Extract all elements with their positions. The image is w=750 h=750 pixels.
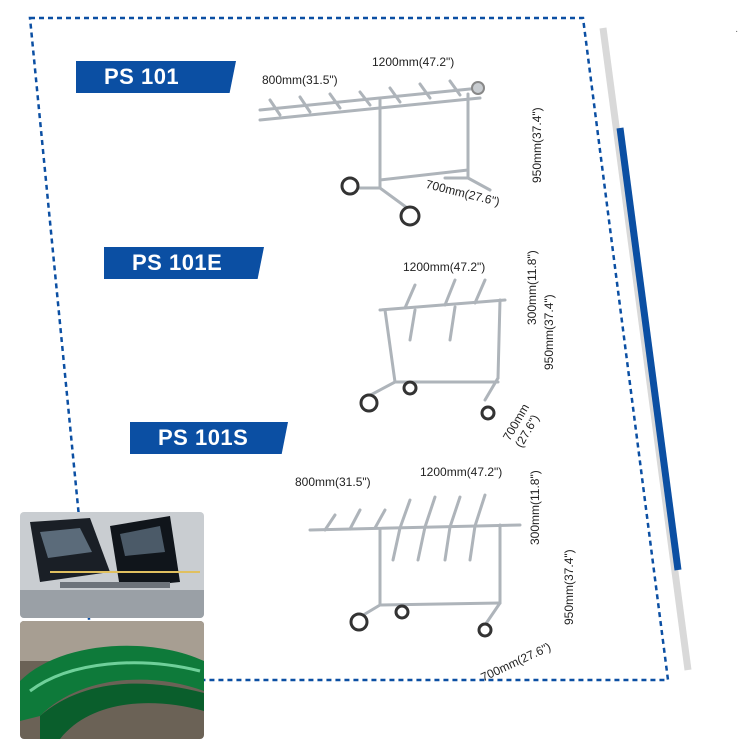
- ps101s-length-dim: 800mm(31.5"): [295, 475, 371, 489]
- ps101-height-dim: 950mm(37.4"): [530, 107, 544, 183]
- car-doors-photo: [20, 512, 204, 618]
- paint-stand-ps101-illustration: [258, 79, 492, 227]
- ps101s-width-dim: 1200mm(47.2"): [420, 465, 503, 479]
- ps101-width-dim: 1200mm(47.2"): [372, 55, 455, 69]
- ps101s-height-dim: 950mm(37.4"): [562, 549, 576, 625]
- paint-stand-ps101s-illustration: [308, 493, 522, 638]
- model-label-ps101: PS 101: [76, 61, 236, 93]
- ps101e-width-dim: 1200mm(47.2"): [403, 260, 486, 274]
- paint-stand-ps101e-illustration: [359, 278, 507, 421]
- ps101-length-dim: 800mm(31.5"): [262, 73, 338, 87]
- svg-text:·: ·: [735, 26, 738, 37]
- ps101e-height-dim: 950mm(37.4"): [542, 294, 556, 370]
- model-label-ps101e: PS 101E: [104, 247, 264, 279]
- ps101e-arm-dim: 300mm(11.8"): [525, 250, 539, 325]
- green-bumper-photo: [20, 621, 204, 739]
- model-label-ps101s: PS 101S: [130, 422, 288, 454]
- ps101s-arm-dim: 300mm(11.8"): [528, 470, 542, 545]
